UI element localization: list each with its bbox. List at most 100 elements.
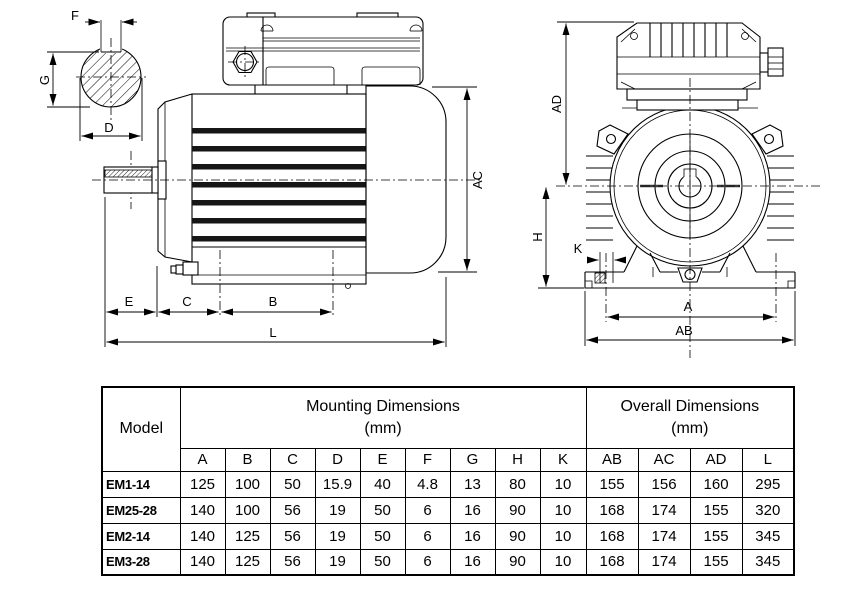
value-cell: 90 (494, 496, 541, 524)
value-cell: 174 (637, 522, 691, 550)
dim-label-g: G (37, 75, 52, 85)
model-header-cell: Model (101, 386, 181, 472)
value-cell: 100 (224, 470, 271, 498)
drawing-canvas: F G D (37, 8, 822, 358)
motor-side-view: E C B L AC (92, 12, 485, 347)
value-cell: 19 (314, 548, 361, 576)
dim-label-b: B (269, 294, 278, 309)
value-cell: 16 (449, 522, 496, 550)
value-cell: 125 (224, 522, 271, 550)
column-header: L (741, 447, 795, 472)
mounting-group-header: Mounting Dimensions (mm) (179, 386, 587, 449)
model-cell: EM25-28 (101, 496, 181, 524)
value-cell: 345 (741, 548, 795, 576)
value-cell: 174 (637, 548, 691, 576)
value-cell: 56 (269, 496, 316, 524)
value-cell: 155 (689, 548, 743, 576)
value-cell: 168 (585, 548, 639, 576)
value-cell: 80 (494, 470, 541, 498)
column-header: K (539, 447, 587, 472)
value-cell: 19 (314, 522, 361, 550)
dim-label-ac: AC (470, 171, 485, 189)
value-cell: 16 (449, 496, 496, 524)
value-cell: 56 (269, 522, 316, 550)
model-cell: EM3-28 (101, 548, 181, 576)
column-header: E (359, 447, 406, 472)
column-header: AC (637, 447, 691, 472)
dim-label-ad: AD (549, 95, 564, 113)
mounting-ear-left (596, 124, 629, 155)
shaft-section-view: F G D (37, 8, 146, 141)
dim-label-k: K (574, 241, 583, 256)
overall-group-header: Overall Dimensions (mm) (585, 386, 795, 449)
overall-group-unit: (mm) (671, 419, 709, 437)
value-cell: 13 (449, 470, 496, 498)
column-header: D (314, 447, 361, 472)
value-cell: 10 (539, 548, 587, 576)
dim-label-f: F (71, 8, 79, 23)
value-cell: 56 (269, 548, 316, 576)
column-header: C (269, 447, 316, 472)
column-header: F (404, 447, 451, 472)
dim-label-l: L (269, 325, 276, 340)
model-cell: EM1-14 (101, 470, 181, 498)
value-cell: 90 (494, 548, 541, 576)
column-header: H (494, 447, 541, 472)
mounting-group-title: Mounting Dimensions (306, 398, 460, 416)
dim-label-e: E (125, 294, 134, 309)
value-cell: 6 (404, 522, 451, 550)
value-cell: 168 (585, 496, 639, 524)
dim-label-h: H (530, 232, 545, 241)
value-cell: 125 (224, 548, 271, 576)
column-header: A (179, 447, 226, 472)
column-header: AD (689, 447, 743, 472)
dim-label-ab: AB (675, 323, 692, 338)
column-header: G (449, 447, 496, 472)
value-cell: 320 (741, 496, 795, 524)
value-cell: 50 (359, 496, 406, 524)
value-cell: 156 (637, 470, 691, 498)
value-cell: 140 (179, 522, 226, 550)
value-cell: 295 (741, 470, 795, 498)
value-cell: 4.8 (404, 470, 451, 498)
value-cell: 10 (539, 496, 587, 524)
value-cell: 174 (637, 496, 691, 524)
cable-gland-front (759, 47, 784, 77)
value-cell: 125 (179, 470, 226, 498)
value-cell: 168 (585, 522, 639, 550)
value-cell: 155 (689, 522, 743, 550)
value-cell: 155 (585, 470, 639, 498)
motor-front-view: AD H K A AB (530, 21, 822, 358)
value-cell: 160 (689, 470, 743, 498)
value-cell: 90 (494, 522, 541, 550)
dim-label-c: C (182, 294, 191, 309)
dim-label-a: A (684, 299, 693, 314)
value-cell: 6 (404, 548, 451, 576)
value-cell: 155 (689, 496, 743, 524)
value-cell: 15.9 (314, 470, 361, 498)
dimensions-table: Model Mounting Dimensions (mm) Overall D… (101, 386, 796, 576)
value-cell: 16 (449, 548, 496, 576)
value-cell: 140 (179, 548, 226, 576)
value-cell: 50 (269, 470, 316, 498)
value-cell: 50 (359, 522, 406, 550)
overall-group-title: Overall Dimensions (620, 398, 760, 416)
group-header-row: Model Mounting Dimensions (mm) Overall D… (101, 386, 795, 472)
mounting-ear-right (751, 124, 784, 155)
value-cell: 140 (179, 496, 226, 524)
model-cell: EM2-14 (101, 522, 181, 550)
column-header: B (224, 447, 271, 472)
dim-label-d: D (104, 120, 113, 135)
value-cell: 10 (539, 470, 587, 498)
value-cell: 10 (539, 522, 587, 550)
value-cell: 345 (741, 522, 795, 550)
value-cell: 19 (314, 496, 361, 524)
value-cell: 40 (359, 470, 406, 498)
mounting-group-unit: (mm) (364, 419, 402, 437)
